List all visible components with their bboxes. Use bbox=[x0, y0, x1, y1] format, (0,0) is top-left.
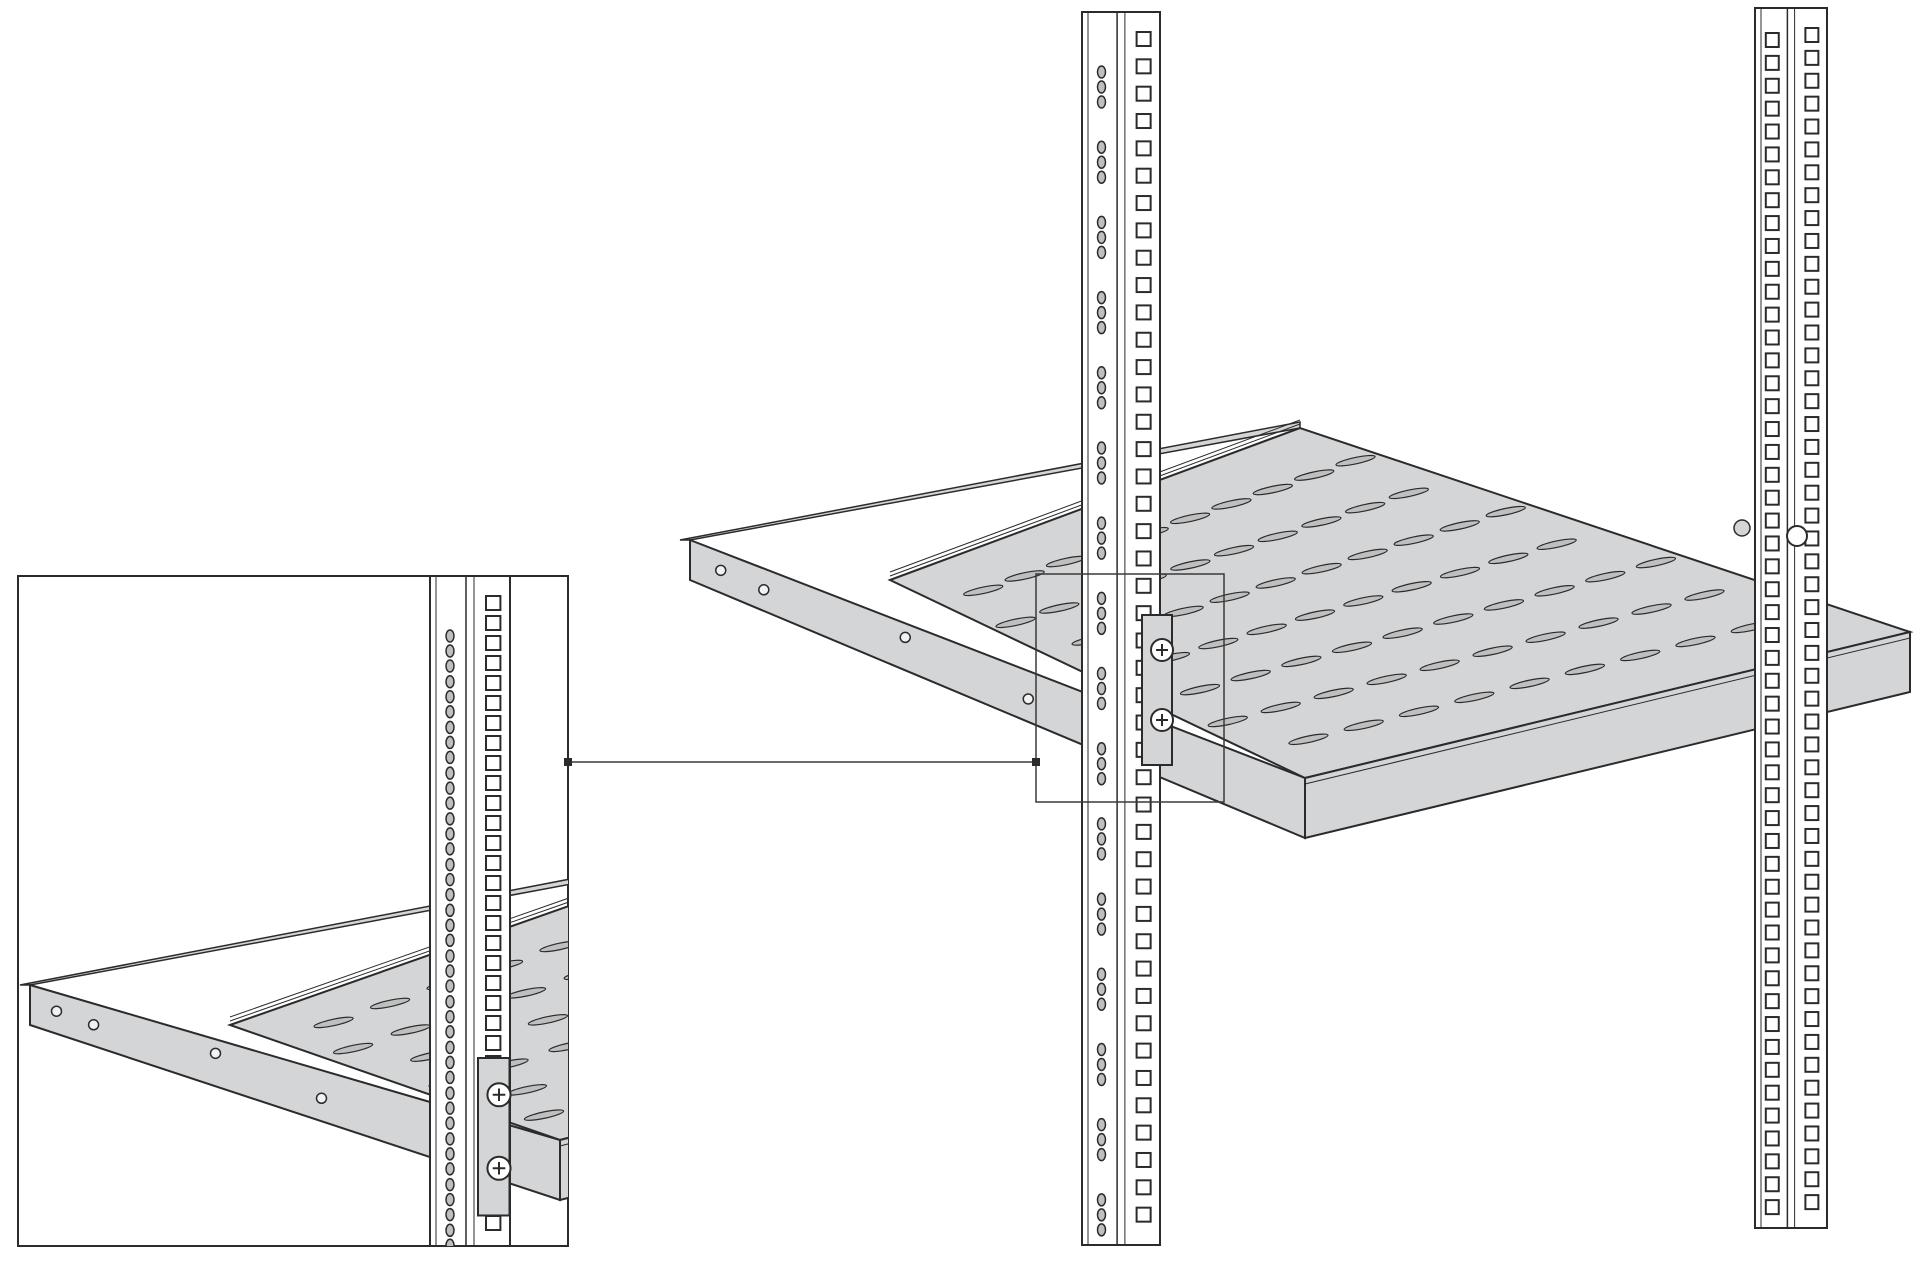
right-rack-rail bbox=[1754, 7, 1828, 1229]
mounting-bracket-main bbox=[1141, 519, 1808, 766]
callout-connector bbox=[564, 573, 1225, 803]
shelf-main-view bbox=[679, 419, 1914, 840]
detail-callout-view bbox=[17, 575, 569, 1247]
